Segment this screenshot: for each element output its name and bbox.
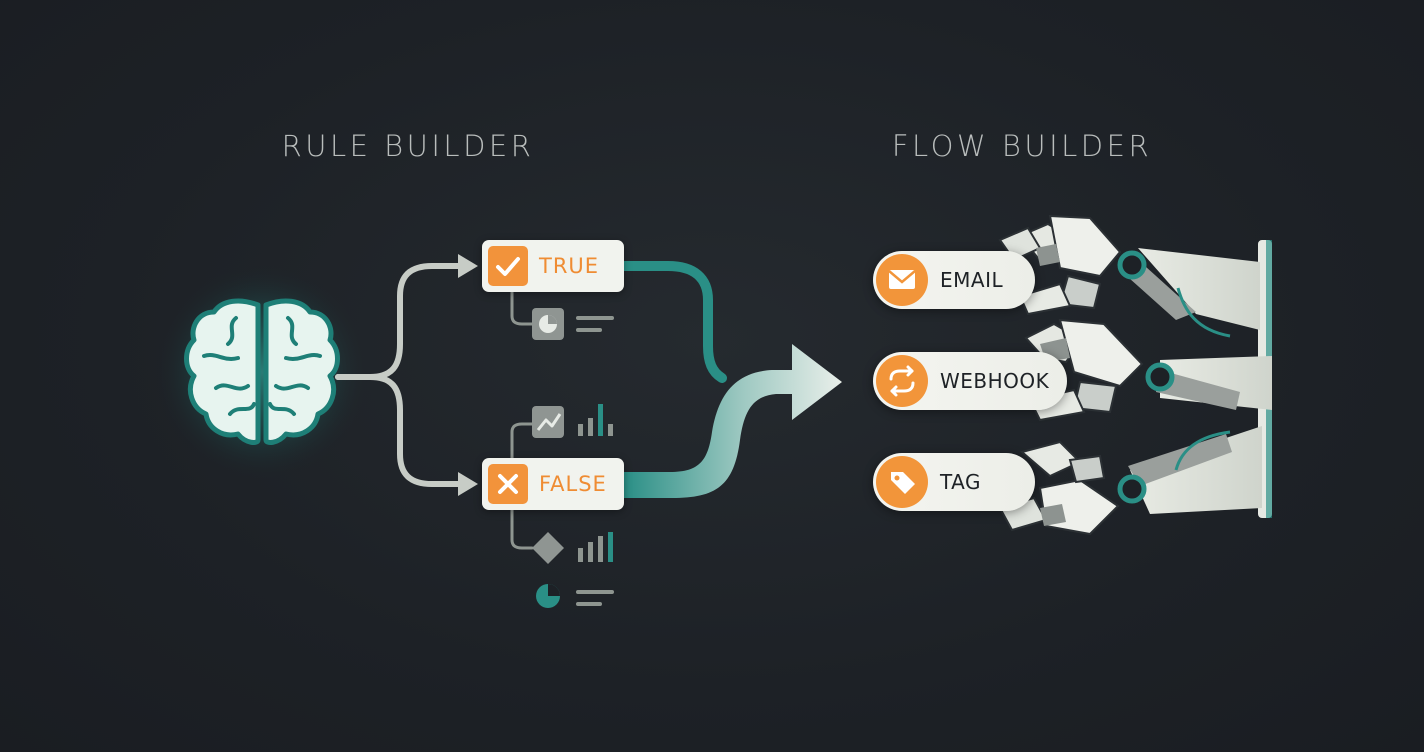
tag-label: TAG <box>940 470 981 494</box>
diamond-icon <box>532 532 564 564</box>
email-label: EMAIL <box>940 268 1004 292</box>
arrowhead-true <box>458 254 478 278</box>
bar-chart-icon <box>578 404 613 436</box>
x-icon <box>488 464 528 504</box>
tag-icon <box>876 456 928 508</box>
false-branch-card: FALSE <box>482 458 624 510</box>
brain-icon <box>152 262 372 482</box>
branch-connectors <box>335 263 465 487</box>
envelope-icon <box>876 254 928 306</box>
text-lines-icon <box>576 590 614 606</box>
widget-connectors <box>510 290 534 550</box>
false-label: FALSE <box>539 472 607 496</box>
tag-action-pill: TAG <box>873 453 1035 511</box>
main-flow-arrow <box>624 344 842 498</box>
true-label: TRUE <box>539 254 600 278</box>
webhook-action-pill: WEBHOOK <box>873 352 1067 410</box>
webhook-label: WEBHOOK <box>940 369 1050 393</box>
flow-builder-title: FLOW BUILDER <box>891 129 1153 163</box>
pie-chart-icon <box>532 308 564 340</box>
sync-arrows-icon <box>876 355 928 407</box>
bar-chart-icon <box>578 532 613 562</box>
email-action-pill: EMAIL <box>873 251 1035 309</box>
pie-chart-icon <box>536 584 560 608</box>
robotic-hand-icon <box>998 214 1272 536</box>
true-branch-card: TRUE <box>482 240 624 292</box>
checkmark-icon <box>488 246 528 286</box>
rule-builder-title: RULE BUILDER <box>281 129 535 163</box>
text-lines-icon <box>576 316 614 332</box>
arrowhead-false <box>458 472 478 496</box>
true-output-connector <box>619 261 727 383</box>
line-chart-icon <box>532 406 564 438</box>
